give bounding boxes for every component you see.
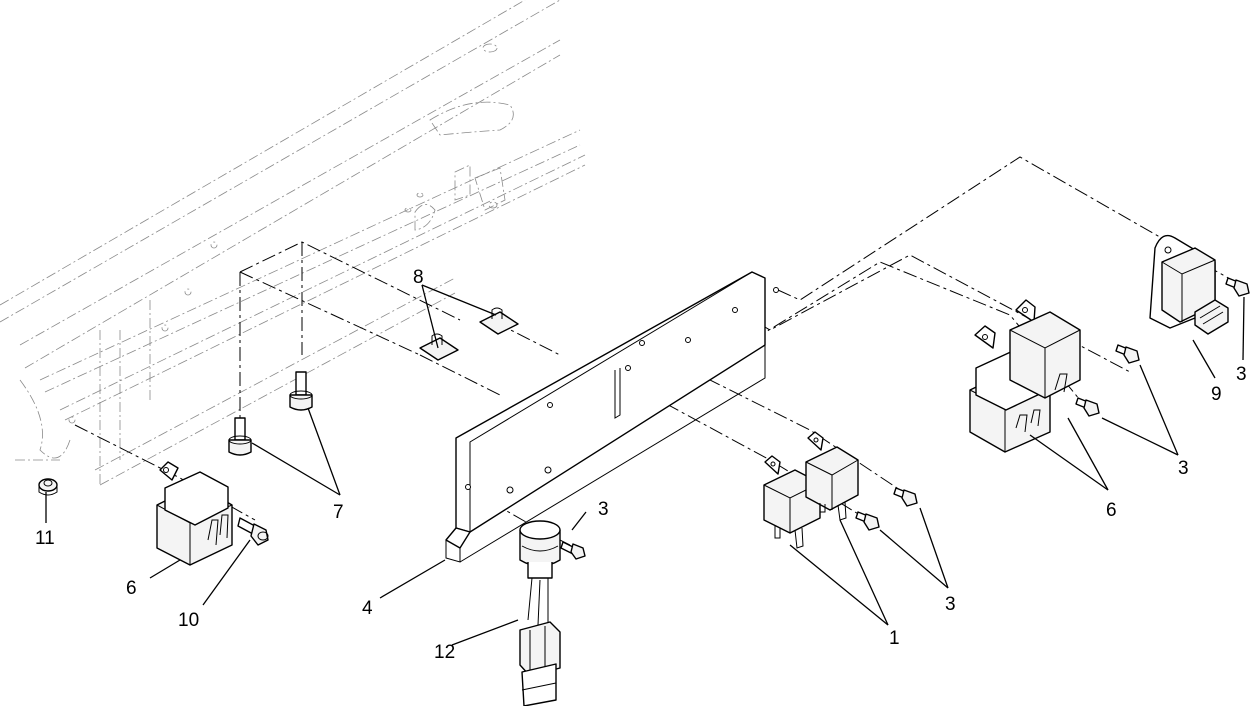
vehicle-frame-phantom <box>0 0 586 486</box>
part-6-relays-right <box>969 299 1081 453</box>
callout-10: 10 <box>178 610 199 631</box>
callout-1: 1 <box>889 628 900 649</box>
callout-6-left: 6 <box>126 578 137 599</box>
part-6-relay-left <box>156 461 233 566</box>
callout-6-right: 6 <box>1106 500 1117 521</box>
part-9-module <box>1149 234 1229 335</box>
callout-labels: 11 6 10 7 8 4 3 12 1 3 6 3 9 3 <box>35 267 1247 663</box>
part-7-bolts <box>228 371 313 456</box>
callout-12: 12 <box>434 642 455 663</box>
part-1-relays <box>763 431 859 549</box>
callout-3-module: 3 <box>1236 364 1247 385</box>
callout-7: 7 <box>333 502 344 523</box>
callout-11: 11 <box>35 528 55 549</box>
part-11-nut <box>38 478 58 496</box>
callout-4: 4 <box>362 598 373 619</box>
part-4-mounting-plate <box>445 271 779 563</box>
callout-3-relay6: 3 <box>1178 458 1189 479</box>
callout-3-relay1: 3 <box>945 594 956 615</box>
part-10-bolt <box>237 517 269 546</box>
callout-3-buzzer: 3 <box>598 499 609 520</box>
callout-9: 9 <box>1211 384 1222 405</box>
part-8-clip-nuts <box>419 307 519 361</box>
part-12-buzzer <box>519 520 561 706</box>
part-3-bolts <box>560 277 1250 560</box>
leader-lines <box>45 284 1245 646</box>
callout-8: 8 <box>413 267 424 288</box>
